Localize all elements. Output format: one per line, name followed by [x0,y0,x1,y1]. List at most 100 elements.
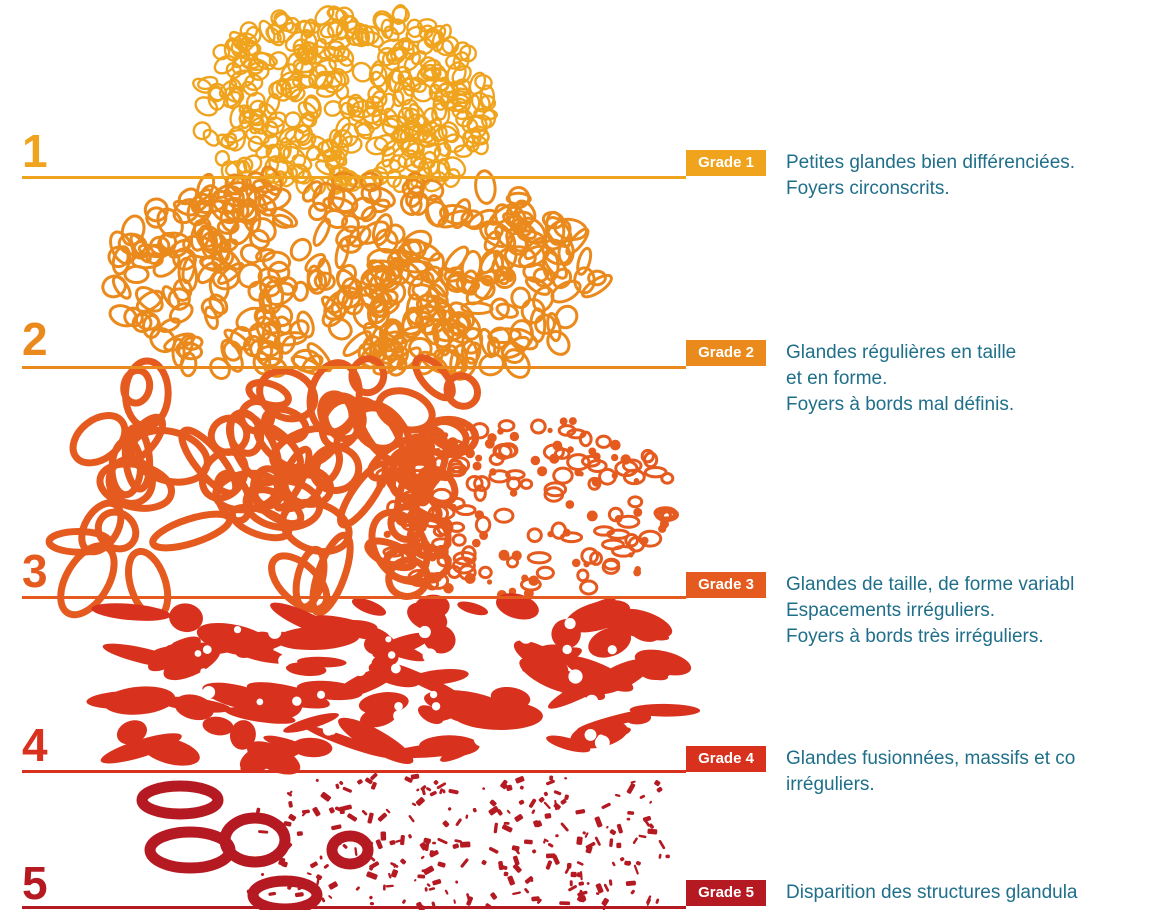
cell-fragment [507,875,515,886]
cell-fragment [655,898,659,904]
gland-ring [193,94,220,119]
cell-fragment [633,864,639,875]
gland-ring [554,468,572,483]
cell-fragment [519,785,524,790]
grade-5-divider [22,906,686,909]
cell-fragment [488,846,499,854]
gland-ring [528,553,550,563]
cell-fragment [402,899,407,904]
lumen-hole [202,686,215,699]
cell-fragment [511,845,519,851]
cell-fragment [328,895,333,900]
cell-fragment [370,902,375,906]
lumen-hole [385,636,391,642]
grade-1-line-1: Petites glandes bien différenciées. [786,150,1151,176]
cell-fragment [472,808,477,813]
grade-2-divider [22,366,686,369]
cell-fragment [555,834,559,837]
cell-fragment [312,806,321,817]
lumen-hole [268,626,281,639]
cell-fragment [545,860,552,870]
cell-fragment [531,849,536,854]
grade-5-description: Disparition des structures glandula [786,880,1151,906]
gland-dot [521,575,528,582]
cell-fragment [424,887,427,892]
lumen-hole [278,654,290,666]
cell-fragment [518,799,524,805]
gland-ring [311,445,344,486]
cell-fragment [543,791,548,796]
gland-dot [565,500,574,509]
cell-fragment [494,823,499,834]
cell-fragment [559,901,570,905]
lumen-hole [423,648,437,662]
lumen-hole [200,668,207,675]
cell-fragment [342,786,352,793]
gland-ring [521,480,531,489]
lumen-hole [597,735,604,742]
grade-3-description: Glandes de taille, de forme variabl Espa… [786,572,1151,650]
cell-fragment [595,883,604,894]
cell-fragment [482,787,485,790]
lumen-hole [195,650,202,657]
gland-dot [435,432,440,437]
gland-ring [603,540,624,549]
cell-fragment [626,783,635,795]
cell-fragment [611,861,616,867]
cell-fragment [339,780,344,785]
cell-fragment [603,883,609,892]
cell-fragment [627,818,631,821]
grade-1-divider [22,176,686,179]
cell-fragment [391,869,399,878]
gland-dot [376,479,386,489]
cell-fragment [656,786,663,793]
cell-fragment [576,861,584,866]
cell-fragment [453,899,456,904]
gland-dot [572,559,581,568]
lumen-hole [354,665,365,676]
grade-3-badge: Grade 3 [686,572,766,598]
grade-1-description: Petites glandes bien différenciées. Foye… [786,150,1151,202]
gland-dot [592,477,602,487]
gland-dot [385,456,395,466]
gland-dot [634,478,640,484]
cell-fragment [423,865,435,875]
cell-fragment [528,798,536,808]
cell-fragment [513,855,520,866]
gland-dot [400,543,410,553]
gland-dot [499,550,510,561]
cell-fragment [310,861,319,869]
gland-ring [474,170,497,204]
gland-ring [629,497,642,507]
cell-fragment [635,861,641,866]
cell-fragment [606,825,609,829]
grade-2-description: Glandes régulières en taille et en forme… [786,340,1151,418]
lumen-hole [519,629,533,643]
cell-fragment [619,856,625,861]
gland-loop [225,818,285,862]
grade-5-badge: Grade 5 [686,880,766,906]
cell-fragment [481,859,487,865]
cell-fragment [567,863,572,869]
cell-fragment [335,783,340,789]
cell-fragment [386,885,394,888]
gland-dot [610,440,621,451]
cell-fragment [594,836,601,846]
cell-fragment [553,790,561,796]
grade-3-divider [22,596,686,599]
lumen-hole [487,740,498,751]
lumen-hole [292,696,301,705]
gland-dot [435,448,441,454]
lumen-hole [419,626,431,638]
cell-fragment [411,774,420,780]
gland-ring [360,205,379,224]
cell-fragment [514,813,524,822]
cell-fragment [288,813,297,821]
cell-fragment [489,799,497,807]
grade-2-line-2: et en forme. [786,366,1151,392]
cell-fragment [552,854,560,865]
lumen-hole [430,691,437,698]
gland-ring [578,570,588,581]
lumen-hole [474,731,489,746]
cell-fragment [288,801,293,808]
